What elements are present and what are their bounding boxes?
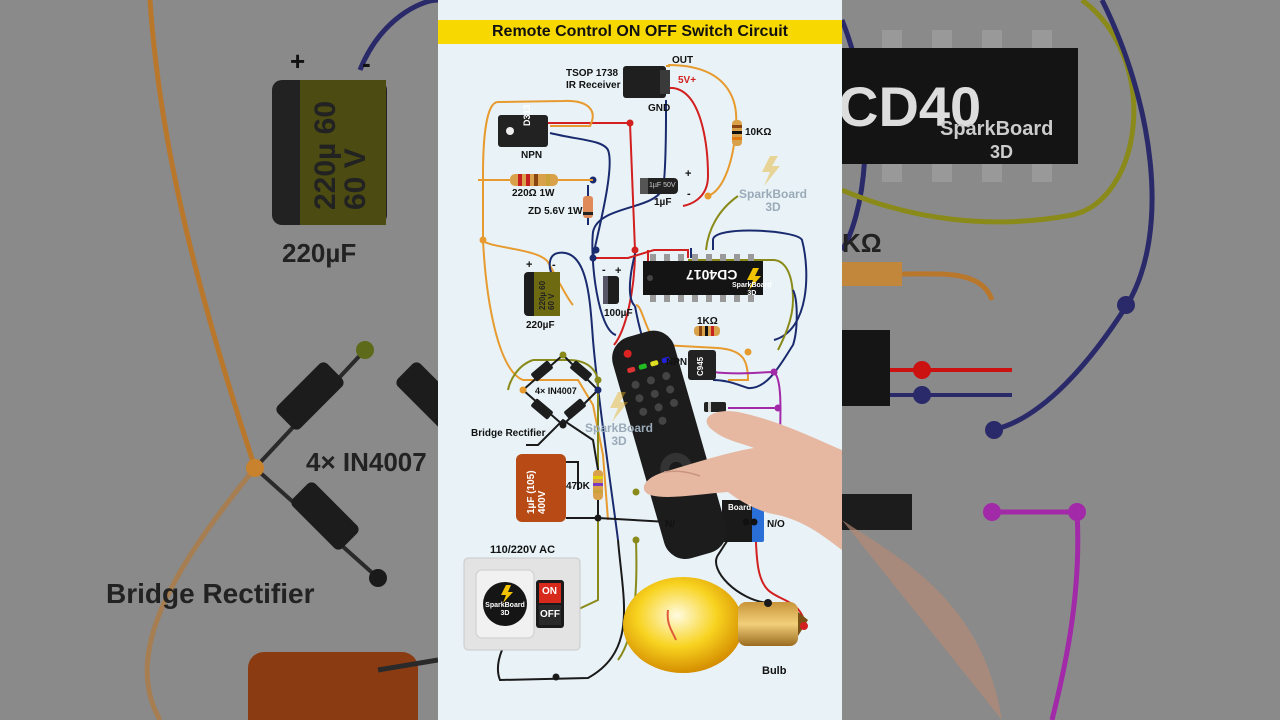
socket-brand: SparkBoard 3D	[485, 602, 525, 618]
brand-watermark: SparkBoard 3D	[736, 188, 810, 214]
ac-label: 110/220V AC	[490, 544, 556, 556]
cap100-minus: -	[602, 264, 606, 276]
bg-ic	[842, 48, 1078, 164]
capacitor-100uf	[603, 276, 619, 304]
junction-dots	[479, 119, 782, 681]
cap220-body-b: 60 V	[547, 293, 556, 310]
film-cap-a: 1µF (105)	[526, 470, 537, 514]
brand-watermark-2: SparkBoard 3D	[582, 422, 656, 448]
npn1-part: D313	[522, 104, 532, 126]
watermark-icon	[610, 156, 780, 422]
tsop-receiver	[623, 65, 670, 98]
capacitor-1uf	[640, 178, 678, 194]
npn2-part: C945	[696, 356, 705, 376]
cap220-body: 220µ 60 60 V	[538, 281, 556, 310]
switch-off-label: OFF	[540, 609, 560, 620]
ic-brand: SparkBoard 3D	[732, 282, 772, 298]
background-right: CD40 SparkBoard 3D KΩ	[842, 0, 1280, 720]
hand	[643, 411, 842, 550]
zener-diode	[583, 185, 593, 225]
npn-transistor-d313	[498, 115, 548, 147]
npn-transistor-c945	[688, 350, 716, 380]
socket-brand-sub: 3D	[500, 610, 510, 617]
brand-name-2: SparkBoard	[584, 421, 654, 435]
relay-brand: Board	[728, 503, 752, 512]
page-title: Remote Control ON OFF Switch Circuit	[438, 20, 842, 44]
cap100-label: 100µF	[604, 308, 633, 319]
bg-cap-label: 220µF	[282, 238, 357, 268]
relay-module	[722, 500, 764, 542]
brand-name: SparkBoard	[738, 187, 808, 201]
resistor-220	[478, 174, 593, 186]
switch-on-label: ON	[542, 586, 557, 597]
cap220-label: 220µF	[526, 320, 555, 331]
bg-brand-label: SparkBoard	[940, 118, 1054, 140]
cap1u-label: 1µF	[654, 197, 672, 208]
svg-text:-: -	[362, 48, 371, 78]
brand-sub: 3D	[765, 200, 781, 214]
circuit-panel: Remote Control ON OFF Switch Circuit	[438, 0, 842, 720]
film-capacitor	[516, 454, 566, 522]
socket-brand-name: SparkBoard	[485, 602, 525, 609]
film-cap-b: 400V	[537, 490, 548, 514]
bg-bridge-label: Bridge Rectifier	[106, 578, 315, 609]
nc-label: N/	[665, 519, 675, 530]
ic-label: CD4017	[686, 267, 738, 283]
background-left-art: + - 220µ 60 60 V	[144, 0, 438, 720]
cap1u-minus: -	[687, 188, 691, 200]
svg-text:220µ 60: 220µ 60	[309, 101, 342, 210]
no-label: N/O	[767, 519, 785, 530]
bridge-rectifier	[519, 351, 602, 429]
cap1u-plus: +	[685, 168, 692, 180]
capacitor-220uf	[524, 272, 560, 316]
diodes-label: 4× IN4007	[535, 386, 577, 396]
tsop-sub: IR Receiver	[566, 80, 621, 91]
v5-label: 5V+	[678, 75, 697, 86]
ic-brand-name: SparkBoard	[732, 282, 772, 289]
bulb-label: Bulb	[762, 665, 787, 677]
tsop-label: TSOP 1738 IR Receiver	[566, 68, 620, 92]
background-right-art	[842, 0, 1155, 720]
bg-diodes-label: 4× IN4007	[306, 447, 427, 477]
ic-brand-sub: 3D	[747, 290, 757, 297]
cap1u-body: 1µF 50V	[649, 182, 676, 189]
r10k-label: 10KΩ	[745, 127, 772, 138]
resistor-1k	[694, 326, 720, 336]
resistor-10k	[732, 120, 742, 146]
wall-socket	[463, 557, 581, 651]
ic-cd4017	[643, 254, 763, 302]
npn2-label: NPN	[666, 357, 688, 368]
bg-resistor-label: KΩ	[842, 228, 882, 258]
background-left: + - 220µ 60 60 V 220µF 4× IN4007 Bridge …	[0, 0, 438, 720]
cap220-body-a: 220µ 60	[538, 280, 547, 310]
r220-label: 220Ω 1W	[512, 188, 555, 199]
bg-brand-sub-label: 3D	[990, 142, 1014, 162]
tsop-name: TSOP 1738	[566, 68, 619, 79]
zener-label: ZD 5.6V 1W	[528, 206, 583, 217]
r470k-label: 470K	[566, 481, 590, 492]
svg-text:+: +	[290, 46, 305, 76]
bridge-label: Bridge Rectifier	[471, 428, 546, 439]
brand-sub-2: 3D	[611, 434, 627, 448]
cap220-plus: +	[526, 259, 533, 271]
relay-diode	[704, 402, 726, 412]
circuit-diagram	[463, 64, 842, 682]
npn1-label: NPN	[521, 150, 543, 161]
light-bulb	[623, 577, 808, 673]
resistor-470k	[593, 470, 603, 500]
bg-ic-label: CD40	[842, 75, 982, 138]
r1k-label: 1KΩ	[697, 316, 718, 327]
film-cap-text: 1µF (105) 400V	[526, 470, 548, 514]
out-label: OUT	[672, 55, 694, 66]
logo-icon	[501, 268, 761, 603]
cap220-minus: -	[552, 259, 556, 271]
cap100-plus: +	[615, 265, 622, 277]
svg-text:60 V: 60 V	[339, 148, 372, 210]
gnd-label: GND	[648, 103, 671, 114]
